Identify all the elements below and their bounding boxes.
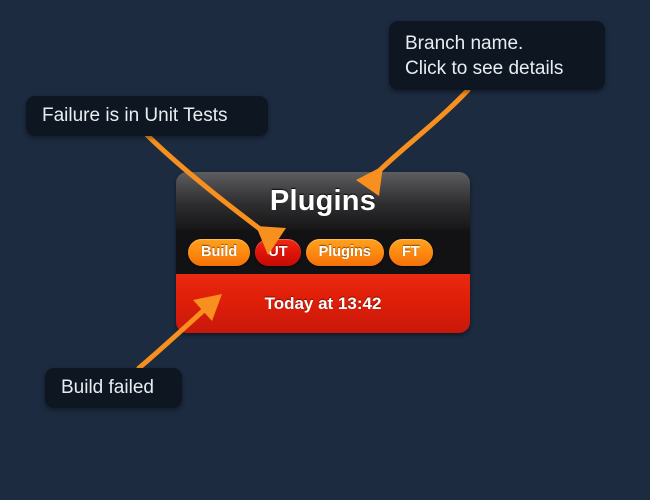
build-status-card[interactable]: Plugins Build UT Plugins FT Today at 13:… (176, 172, 470, 333)
callout-failure-line-1: Failure is in Unit Tests (42, 105, 228, 126)
callout-failure-location: Failure is in Unit Tests (26, 96, 268, 136)
callout-branch-name: Branch name. Click to see details (389, 21, 605, 90)
badge-plugins[interactable]: Plugins (305, 238, 384, 266)
callout-branch-line-1: Branch name. (405, 32, 524, 54)
build-timestamp-label: Today at 13:42 (264, 293, 382, 313)
badge-ft[interactable]: FT (388, 238, 433, 266)
card-status-footer[interactable]: Today at 13:42 (176, 274, 470, 333)
badge-ut[interactable]: UT (255, 238, 301, 266)
branch-name-label[interactable]: Plugins (269, 184, 377, 217)
badge-build[interactable]: Build (188, 238, 251, 266)
badge-row: Build UT Plugins FT (176, 230, 470, 274)
callout-branch-line-2: Click to see details (405, 57, 564, 79)
callout-build-failed-line-1: Build failed (61, 377, 154, 398)
card-title-bar[interactable]: Plugins (176, 172, 470, 230)
callout-build-failed: Build failed (45, 368, 182, 408)
